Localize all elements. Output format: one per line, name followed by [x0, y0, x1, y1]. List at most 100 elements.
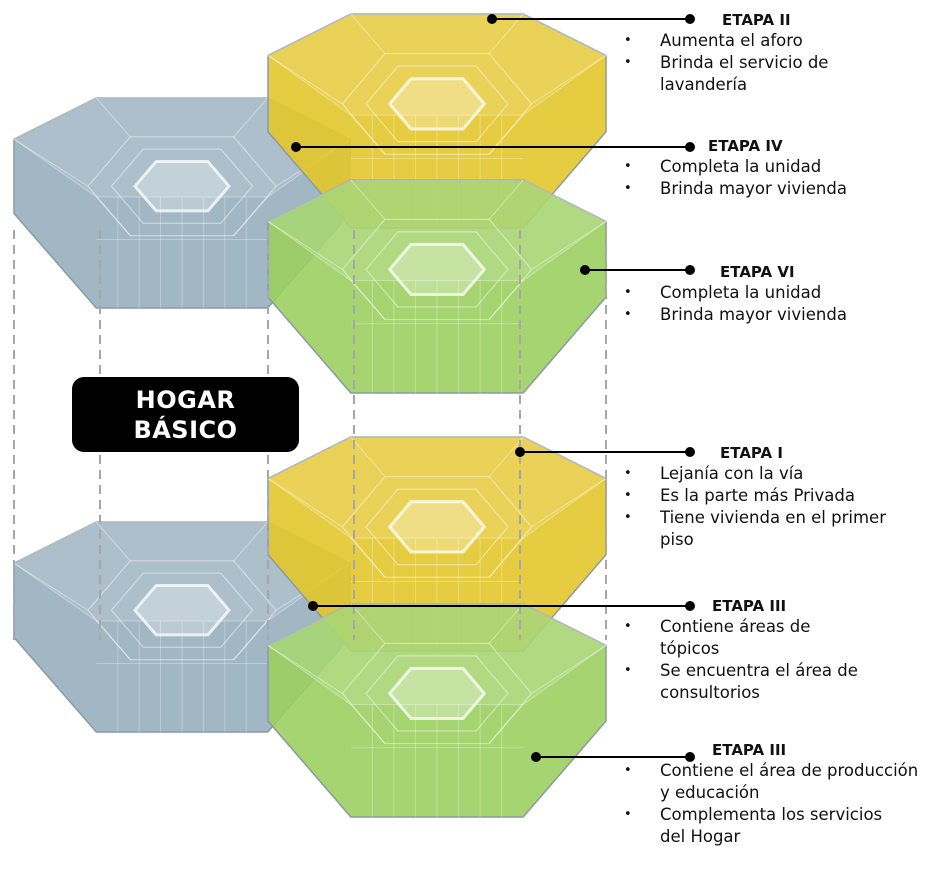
- wall-division: [531, 54, 607, 105]
- stage-items: Completa la unidad Brinda mayor vivienda: [622, 282, 922, 326]
- module-top-face: [267, 603, 607, 706]
- wall-division: [95, 196, 131, 236]
- courtyard-ring: [341, 642, 533, 745]
- courtyard-ring: [365, 231, 509, 308]
- wall-division: [267, 220, 343, 270]
- stage-label-etapa-i: ETAPA I Lejanía con la vía Es la parte m…: [622, 443, 922, 551]
- courtyard-ring: [341, 218, 533, 321]
- wall-division: [488, 704, 524, 744]
- module-top-face: [267, 13, 607, 116]
- wall-division: [488, 280, 524, 320]
- module-green-upper: [267, 179, 607, 394]
- courtyard-ring: [87, 136, 277, 237]
- leader-lines: [291, 14, 695, 762]
- leader-line: [515, 447, 695, 457]
- wall-division: [488, 436, 524, 477]
- stage-label-etapa-vi: ETAPA VI Completa la unidad Brinda mayor…: [622, 262, 922, 326]
- module-yellow-upper: [267, 13, 607, 229]
- stage-item: Aumenta el aforo: [622, 30, 922, 52]
- wall-division: [95, 97, 131, 138]
- stage-item: Brinda mayor vivienda: [622, 178, 922, 200]
- wall-division: [531, 220, 607, 270]
- leader-anchor-dot: [487, 14, 497, 24]
- leader-anchor-dot: [291, 142, 301, 152]
- stage-item: Se encuentra el área de consultorios: [622, 660, 890, 704]
- leader-end-dot: [685, 265, 695, 275]
- wall-division: [233, 196, 269, 236]
- hexagon-modules: [13, 13, 607, 818]
- stage-item: Completa la unidad: [622, 282, 922, 304]
- wall-division: [488, 179, 524, 220]
- wall-division: [350, 704, 386, 744]
- courtyard-ring: [132, 160, 232, 213]
- stage-item: Contiene áreas de tópicos: [622, 616, 860, 660]
- wall-division: [350, 436, 386, 477]
- stage-title: ETAPA III: [712, 741, 787, 759]
- leader-end-dot: [685, 14, 695, 24]
- leader-line: [531, 752, 695, 762]
- stage-title: ETAPA VI: [720, 263, 795, 281]
- leader-end-dot: [685, 447, 695, 457]
- courtyard-ring: [341, 52, 533, 155]
- stage-label-etapa-iv: ETAPA IV Completa la unidad Brinda mayor…: [622, 136, 922, 200]
- courtyard-ring: [387, 242, 487, 297]
- stage-item: Completa la unidad: [622, 156, 922, 178]
- wall-division: [488, 13, 524, 54]
- stage-title: ETAPA IV: [708, 137, 783, 155]
- module-top-face: [267, 179, 607, 282]
- wall-division: [488, 537, 524, 578]
- courtyard-ring: [365, 655, 509, 732]
- wall-division: [488, 603, 524, 644]
- courtyard-ring: [110, 148, 254, 224]
- wall-division: [95, 521, 131, 562]
- wall-division: [95, 620, 131, 660]
- wall-division: [350, 13, 386, 54]
- stage-label-etapa-ii: ETAPA II Aumenta el aforo Brinda el serv…: [622, 10, 922, 96]
- stage-title: ETAPA II: [722, 11, 791, 29]
- stage-label-etapa-iii-top: ETAPA III Contiene áreas de tópicos Se e…: [622, 596, 922, 704]
- leader-anchor-dot: [308, 601, 318, 611]
- stage-item: Lejanía con la vía: [622, 463, 922, 485]
- leader-end-dot: [685, 142, 695, 152]
- module-body: [267, 603, 607, 818]
- stage-label-etapa-iii-bottom: ETAPA III Contiene el área de producción…: [622, 740, 922, 848]
- module-yellow-lower: [267, 436, 607, 652]
- stage-item: Tiene vivienda en el primer piso: [622, 507, 890, 551]
- stage-title: ETAPA III: [712, 597, 787, 615]
- wall-division: [350, 603, 386, 644]
- wall-division: [13, 138, 89, 187]
- courtyard-ring: [387, 666, 487, 721]
- stage-item: Contiene el área de producción y educaci…: [622, 760, 922, 804]
- wall-division: [267, 54, 343, 105]
- stage-item: Brinda el servicio de lavandería: [622, 52, 890, 96]
- leader-line: [308, 601, 695, 611]
- courtyard-ring: [365, 488, 509, 566]
- wall-division: [267, 477, 343, 528]
- leader-line: [580, 265, 695, 275]
- stage-item: Complementa los servicios del Hogar: [622, 804, 890, 848]
- module-blue-lower: [13, 521, 351, 733]
- hogar-basico-badge: HOGAR BÁSICO: [72, 377, 299, 452]
- wall-division: [531, 644, 607, 694]
- stage-items: Lejanía con la vía Es la parte más Priva…: [622, 463, 922, 551]
- courtyard-ring: [365, 65, 509, 143]
- wall-division: [233, 620, 269, 660]
- courtyard-ring: [387, 500, 487, 554]
- stage-items: Contiene áreas de tópicos Se encuentra e…: [622, 616, 922, 704]
- leader-line: [487, 14, 695, 24]
- stage-items: Aumenta el aforo Brinda el servicio de l…: [622, 30, 922, 96]
- leader-line: [291, 142, 695, 152]
- wall-division: [350, 179, 386, 220]
- wall-division: [233, 521, 269, 562]
- courtyard-ring: [387, 77, 487, 131]
- stage-item: Es la parte más Privada: [622, 485, 922, 507]
- courtyard-ring: [110, 572, 254, 648]
- wall-division: [13, 562, 89, 611]
- vertical-guide-lines: [13, 230, 607, 640]
- wall-division: [233, 97, 269, 138]
- badge-line-2: BÁSICO: [133, 415, 238, 444]
- wall-division: [531, 477, 607, 528]
- wall-division: [350, 537, 386, 578]
- courtyard-ring: [132, 584, 232, 637]
